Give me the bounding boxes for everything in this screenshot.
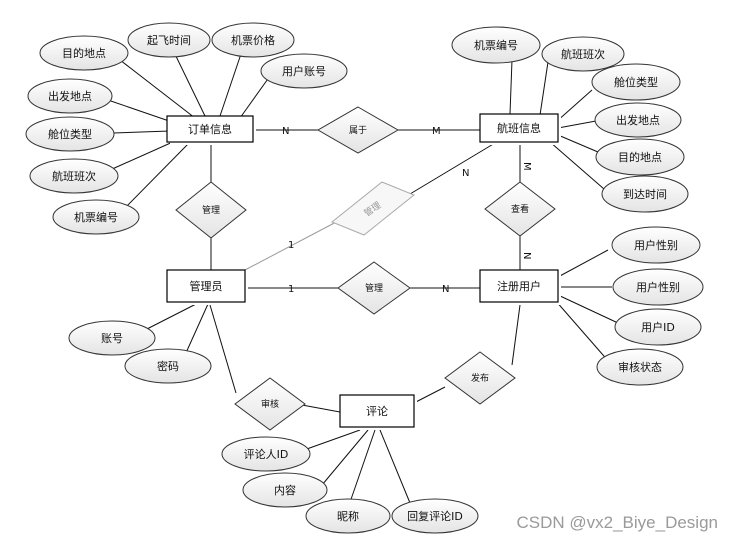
svg-text:昵称: 昵称 <box>337 509 359 523</box>
svg-text:机票编号: 机票编号 <box>74 210 118 224</box>
card-admin-manage-user: 1 <box>288 284 294 295</box>
attr-user-review-status: 审核状态 <box>596 348 684 386</box>
attr-admin-account: 账号 <box>68 320 156 356</box>
attr-flight-destination: 目的地点 <box>595 138 685 176</box>
svg-text:出发地点: 出发地点 <box>616 113 660 127</box>
attr-comment-nickname: 昵称 <box>305 498 391 534</box>
rel-manage-order: 管理 <box>175 181 247 239</box>
svg-text:发布: 发布 <box>471 372 489 384</box>
rel-publish: 发布 <box>444 351 516 405</box>
card-belongs-flight: M <box>432 126 441 137</box>
svg-text:评论人ID: 评论人ID <box>244 447 289 461</box>
cardinality-labels: N M 1 N M N 1 N <box>282 126 532 295</box>
svg-text:航班班次: 航班班次 <box>52 169 96 183</box>
svg-text:评论: 评论 <box>366 404 388 418</box>
svg-text:起飞时间: 起飞时间 <box>147 34 191 47</box>
svg-text:注册用户: 注册用户 <box>497 279 541 293</box>
svg-text:内容: 内容 <box>274 483 296 497</box>
svg-text:管理: 管理 <box>202 204 220 216</box>
svg-text:出发地点: 出发地点 <box>48 89 92 103</box>
svg-text:用户账号: 用户账号 <box>282 64 326 78</box>
card-manage-flight-end: N <box>462 168 469 179</box>
svg-text:审核状态: 审核状态 <box>618 360 662 374</box>
entity-comment: 评论 <box>339 394 417 430</box>
attr-flight-cabin-type: 舱位类型 <box>591 63 681 101</box>
entity-admin: 管理员 <box>166 269 248 305</box>
svg-text:订单信息: 订单信息 <box>188 122 232 136</box>
attr-order-user-account: 用户账号 <box>260 53 348 89</box>
svg-text:舱位类型: 舱位类型 <box>48 127 92 141</box>
attr-user-gender-1: 用户性别 <box>611 226 701 264</box>
svg-text:查看: 查看 <box>511 203 529 215</box>
connector-lines <box>104 47 619 509</box>
attr-admin-password: 密码 <box>124 348 212 384</box>
rel-belongs: 属于 <box>316 106 400 154</box>
svg-text:用户ID: 用户ID <box>641 320 675 334</box>
svg-text:回复评论ID: 回复评论ID <box>407 509 463 523</box>
card-view-user: N <box>521 252 532 259</box>
attr-order-price: 机票价格 <box>211 22 295 58</box>
attr-comment-reply-id: 回复评论ID <box>391 498 479 534</box>
svg-text:航班信息: 航班信息 <box>497 121 541 135</box>
svg-text:舱位类型: 舱位类型 <box>614 75 658 89</box>
rel-manage-flight: 管理 <box>331 181 415 236</box>
svg-text:航班班次: 航班班次 <box>561 47 605 61</box>
attr-order-origin: 出发地点 <box>27 78 113 114</box>
svg-text:密码: 密码 <box>157 359 179 373</box>
attr-flight-arrival-time: 到达时间 <box>601 175 689 213</box>
attr-order-destination: 目的地点 <box>39 35 129 71</box>
entity-order: 订单信息 <box>166 115 256 145</box>
card-order-belongs: N <box>282 126 289 137</box>
attr-flight-origin: 出发地点 <box>594 102 682 138</box>
svg-text:账号: 账号 <box>101 332 123 345</box>
rel-manage-user: 管理 <box>337 261 411 315</box>
svg-text:机票价格: 机票价格 <box>231 33 275 47</box>
svg-text:到达时间: 到达时间 <box>623 188 667 201</box>
svg-text:用户性别: 用户性别 <box>636 280 680 294</box>
attr-user-id: 用户ID <box>614 308 702 346</box>
attr-comment-content: 内容 <box>242 472 328 508</box>
rel-review: 审核 <box>234 377 306 431</box>
attr-order-flight-no: 航班班次 <box>29 158 119 194</box>
svg-text:用户性别: 用户性别 <box>634 238 678 252</box>
attr-comment-author-id: 评论人ID <box>221 436 311 472</box>
entity-flight: 航班信息 <box>479 113 561 145</box>
attr-order-cabin-type: 舱位类型 <box>25 116 115 152</box>
attr-order-departure-time: 起飞时间 <box>127 22 211 58</box>
attr-order-ticket-no: 机票编号 <box>52 199 140 235</box>
entity-user: 注册用户 <box>479 269 561 305</box>
card-admin-manage-flight: 1 <box>288 240 294 251</box>
svg-text:属于: 属于 <box>349 125 367 136</box>
card-flight-view: M <box>521 162 532 171</box>
svg-text:机票编号: 机票编号 <box>474 38 518 52</box>
svg-text:目的地点: 目的地点 <box>618 150 662 164</box>
card-manage-user-end: N <box>442 284 449 295</box>
svg-text:管理: 管理 <box>365 282 383 294</box>
attr-flight-no: 航班班次 <box>541 36 625 72</box>
watermark-text: CSDN @vx2_Biye_Design <box>516 513 718 532</box>
attr-user-gender-2: 用户性别 <box>612 268 704 306</box>
rel-view: 查看 <box>484 181 556 237</box>
svg-text:审核: 审核 <box>261 398 279 410</box>
svg-text:管理员: 管理员 <box>190 279 223 293</box>
svg-text:目的地点: 目的地点 <box>62 46 106 60</box>
attr-flight-ticket-no: 机票编号 <box>451 26 541 64</box>
